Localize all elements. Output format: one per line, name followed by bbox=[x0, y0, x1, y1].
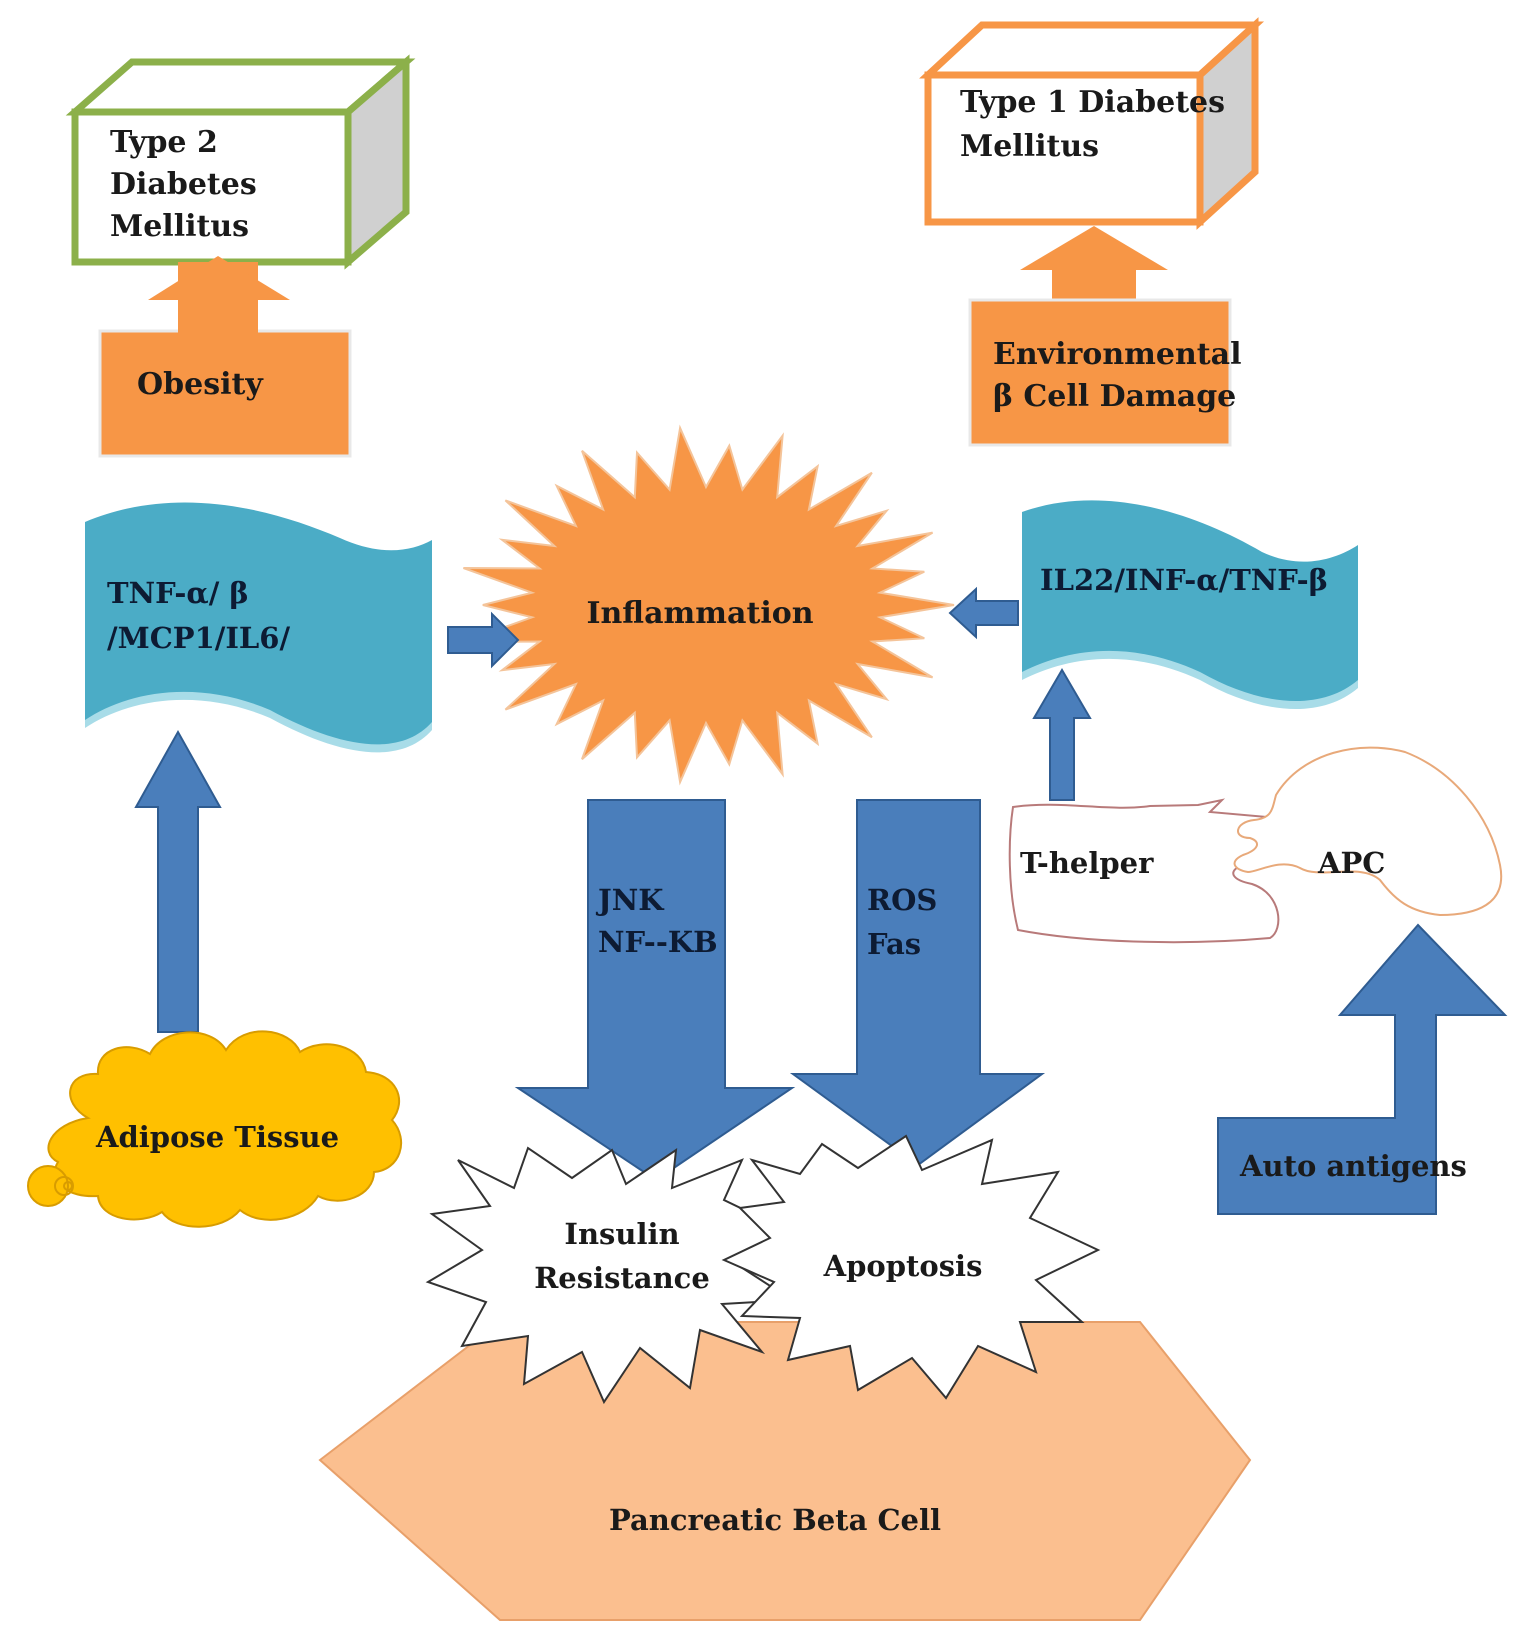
right-to-inflammation-arrow bbox=[948, 586, 1019, 640]
pancreatic-beta-cell: Pancreatic Beta Cell bbox=[318, 1321, 1252, 1621]
auto-antigens-label: Auto antigens bbox=[1239, 1149, 1467, 1183]
type1-diabetes-box: Type 1 Diabetes Mellitus bbox=[919, 17, 1265, 230]
left-cytokines-line1: TNF-α/ β bbox=[107, 576, 249, 610]
environmental-damage-callout: Environmental β Cell Damage bbox=[968, 226, 1241, 447]
environmental-label-line1: Environmental bbox=[993, 337, 1241, 372]
nfkb-label: NF--KB bbox=[598, 925, 718, 959]
jnk-nfkb-down-arrow bbox=[514, 799, 796, 1182]
insulin-label-line1: Insulin bbox=[564, 1217, 679, 1251]
inflammation-burst: Inflammation bbox=[463, 424, 955, 786]
left-cytokines-banner: TNF-α/ β /MCP1/IL6/ bbox=[85, 502, 432, 753]
ros-fas-down-arrow bbox=[789, 799, 1046, 1167]
apoptosis-label: Apoptosis bbox=[823, 1249, 983, 1283]
jnk-label: JNK bbox=[595, 883, 665, 917]
left-cytokines-line2: /MCP1/IL6/ bbox=[107, 621, 290, 655]
t-helper-label: T-helper bbox=[1020, 846, 1154, 880]
type2-label-line2: Diabetes bbox=[110, 167, 257, 202]
adipose-tissue-cloud: Adipose Tissue bbox=[27, 1030, 402, 1228]
obesity-label: Obesity bbox=[137, 367, 264, 402]
right-cytokines-label: IL22/INF-α/TNF-β bbox=[1040, 563, 1328, 597]
obesity-callout: Obesity bbox=[98, 256, 352, 458]
auto-antigens-arrow bbox=[1217, 923, 1508, 1215]
insulin-label-line2: Resistance bbox=[534, 1261, 710, 1295]
adipose-label: Adipose Tissue bbox=[95, 1120, 339, 1154]
type1-label-line1: Type 1 Diabetes bbox=[960, 85, 1225, 120]
left-to-inflammation-arrow bbox=[447, 611, 520, 669]
type2-diabetes-box: Type 2 Diabetes Mellitus bbox=[65, 54, 416, 270]
environmental-label-line2: β Cell Damage bbox=[993, 379, 1236, 414]
type2-label-line3: Mellitus bbox=[110, 209, 249, 244]
apc-cell: APC bbox=[1233, 746, 1503, 917]
apoptosis-burst: Apoptosis bbox=[721, 1134, 1101, 1400]
inflammation-label: Inflammation bbox=[586, 596, 813, 631]
ros-label: ROS bbox=[867, 883, 937, 917]
insulin-resistance-burst: Insulin Resistance bbox=[425, 1146, 796, 1405]
pancreatic-label: Pancreatic Beta Cell bbox=[609, 1503, 941, 1537]
type2-label-line1: Type 2 bbox=[110, 125, 218, 160]
right-cytokines-banner: IL22/INF-α/TNF-β bbox=[1022, 500, 1358, 710]
adipose-up-arrow bbox=[134, 729, 222, 1033]
type1-label-line2: Mellitus bbox=[960, 129, 1099, 164]
fas-label: Fas bbox=[867, 927, 921, 961]
t-helper-up-arrow bbox=[1032, 668, 1092, 801]
environmental-up-arrow bbox=[1020, 226, 1168, 270]
t-helper-cell: T-helper bbox=[1008, 798, 1281, 944]
apc-label: APC bbox=[1317, 846, 1385, 880]
